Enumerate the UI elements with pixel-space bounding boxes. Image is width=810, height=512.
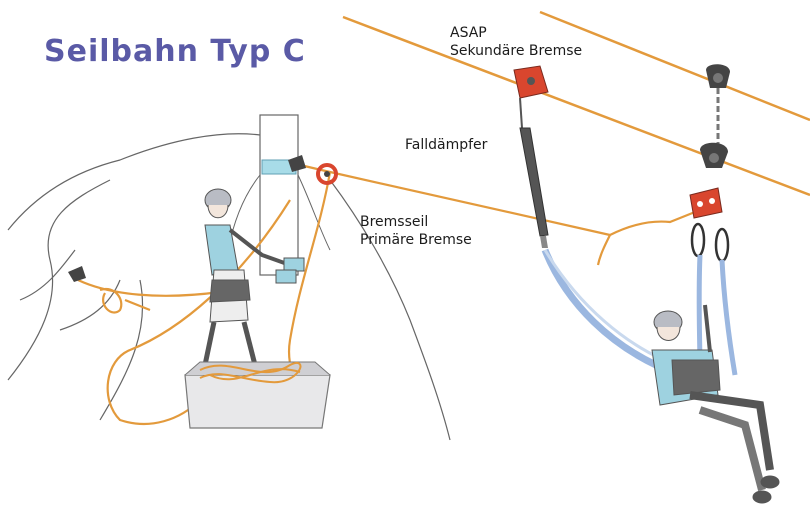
- label-bremsseil-line2: Primäre Bremse: [360, 231, 472, 249]
- label-asap-line2: Sekundäre Bremse: [450, 42, 582, 60]
- carabiners: [692, 224, 728, 261]
- tree-trunk: [228, 115, 330, 275]
- label-asap-line1: ASAP: [450, 24, 582, 42]
- wall-anchor-icon: [68, 266, 86, 282]
- diagram-title: Seilbahn Typ C: [44, 34, 306, 69]
- label-falldaempfer: Falldämpfer: [405, 136, 487, 154]
- pulley-upper-icon: [706, 64, 730, 145]
- label-asap: ASAP Sekundäre Bremse: [450, 24, 582, 60]
- asap-device-icon: [514, 66, 548, 128]
- label-bremsseil-line1: Bremsseil: [360, 213, 472, 231]
- falldaempfer-device: [520, 128, 548, 248]
- brake-plate-icon: [690, 188, 722, 218]
- label-bremsseil: Bremsseil Primäre Bremse: [360, 213, 472, 249]
- rider-figure: [652, 305, 779, 503]
- rope-box: [185, 362, 330, 428]
- pulley-lower-icon: [700, 143, 728, 168]
